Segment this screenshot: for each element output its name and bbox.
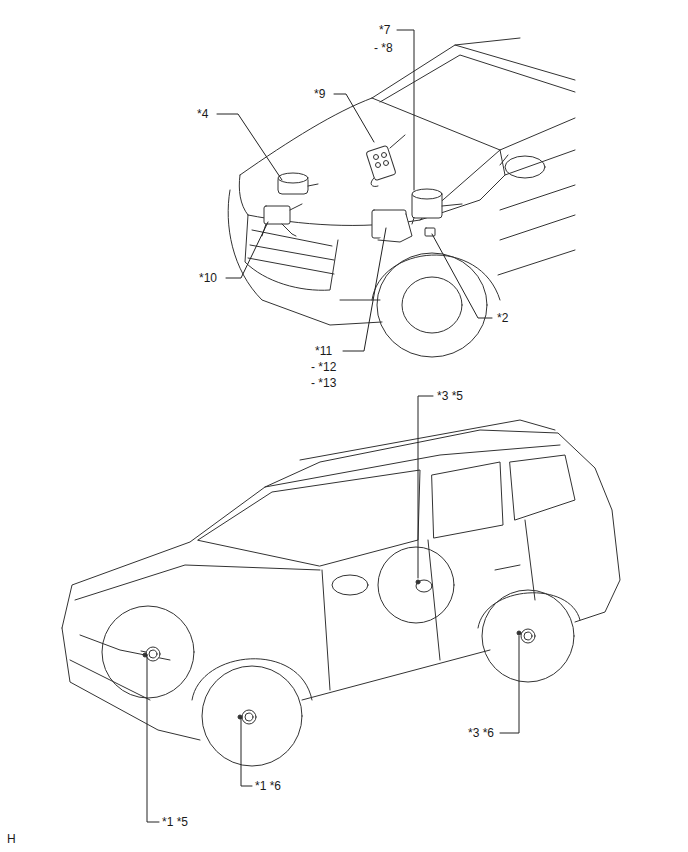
callout-number: *10 [198,271,218,285]
callout-number: - *12 [310,360,337,374]
callout-number: *1 *6 [254,779,282,793]
callout-number: *4 [196,107,209,121]
sensors [141,580,535,724]
figure-code: H [6,832,17,846]
callout-number: *3 *5 [436,389,464,403]
bottom-vehicle [62,420,620,766]
engine-components [262,135,462,242]
callout-number: *3 *6 [467,726,495,740]
callout-number: - *13 [310,376,337,390]
callout-number: *9 [313,87,326,101]
callout-number: *1 *5 [161,815,189,829]
callout-number: - *8 [373,41,394,55]
top-vehicle [228,38,575,357]
leader-lines [147,30,519,822]
callout-number: *7 [378,23,391,37]
callout-number: *11 [314,344,333,358]
callout-number: *2 [496,311,509,325]
